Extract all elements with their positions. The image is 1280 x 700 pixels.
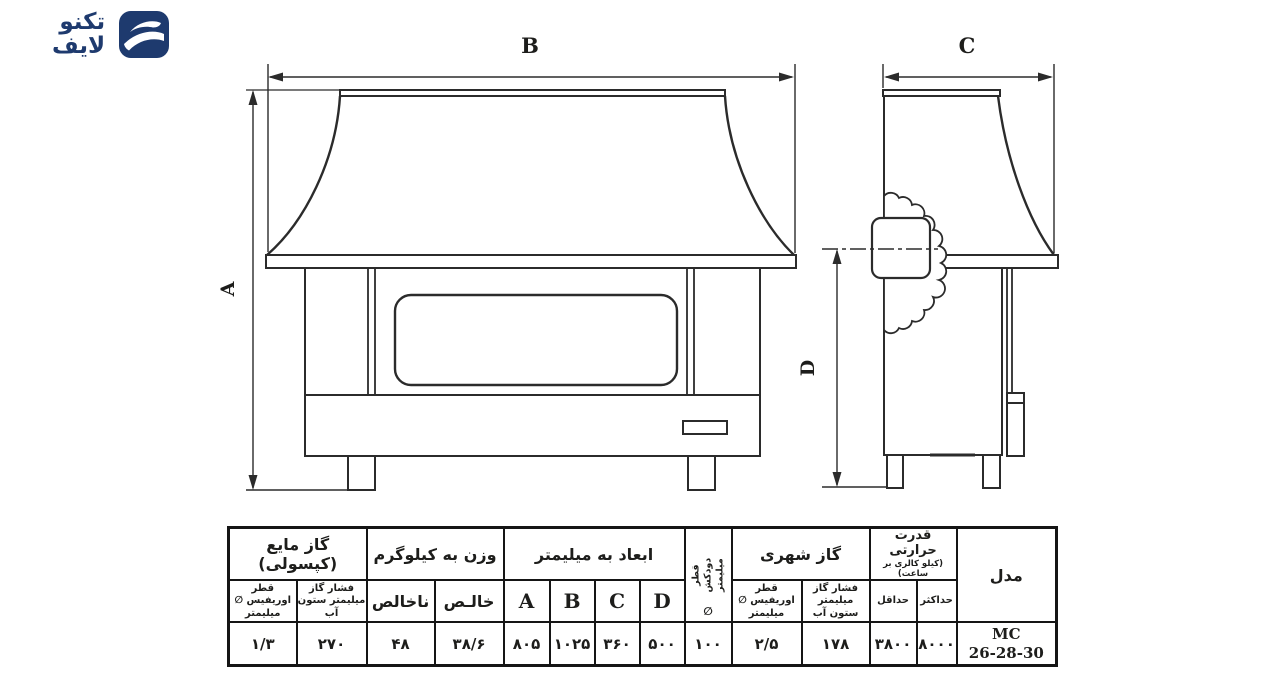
- value-dim-d: ۵۰۰: [638, 621, 686, 667]
- subheader-thermal-max: حداکثر: [915, 579, 958, 624]
- side-view: [822, 64, 1059, 489]
- subheader-dim-b: B: [548, 579, 596, 624]
- gas-valve-box: [1006, 392, 1025, 457]
- chimney-header-line2: میلیمتر: [713, 558, 725, 592]
- subheader-city-orifice: قطر اوریفیس ∅ میلیمتر: [730, 579, 803, 624]
- technical-drawing: B C A D: [217, 33, 1059, 491]
- value-city-pressure: ۱۷۸: [800, 621, 871, 667]
- header-lpg-gas: گاز مایع (کپسولی): [227, 526, 368, 582]
- subheader-lpg-pressure: فشار گاز میلیمتر ستون آب: [295, 579, 368, 624]
- spec-table: گاز مایع (کپسولی) وزن به کیلوگرم ابعاد ب…: [227, 526, 1059, 667]
- subheader-dim-a: A: [502, 579, 551, 624]
- dimension-label-c: C: [959, 33, 976, 58]
- logo-line-1: تکنو: [59, 9, 106, 35]
- header-thermal-power: قدرت حرارتی (کیلو کالری بر ساعت): [868, 526, 958, 582]
- heater-window: [393, 293, 679, 387]
- logo-line-2: لایف: [52, 33, 106, 59]
- subheader-dim-d: D: [638, 579, 686, 624]
- subheader-net-weight: خالـص: [433, 579, 505, 624]
- value-net-weight: ۳۸/۶: [433, 621, 505, 667]
- value-city-orifice: ۲/۵: [730, 621, 803, 667]
- value-dim-c: ۳۶۰: [593, 621, 641, 667]
- flue-connector: [822, 191, 948, 335]
- control-plate: [682, 420, 728, 435]
- header-model: مدل: [955, 526, 1058, 624]
- value-dim-b: ۱۰۲۵: [548, 621, 596, 667]
- subheader-thermal-min: حداقل: [868, 579, 918, 624]
- value-gross-weight: ۴۸: [365, 621, 436, 667]
- chimney-header-line1: قطر دودکش: [690, 557, 714, 593]
- dimension-d: [822, 249, 887, 488]
- technolife-logo-icon: [119, 10, 170, 58]
- thermal-power-unit: (کیلو کالری بر ساعت): [883, 558, 943, 580]
- dimension-label-b: B: [521, 33, 539, 58]
- value-dim-a: ۸۰۵: [502, 621, 551, 667]
- value-chimney-diameter: ۱۰۰: [683, 621, 733, 667]
- technolife-logo: تکنو لایف: [52, 10, 170, 58]
- subheader-dim-c: C: [593, 579, 641, 624]
- header-city-gas: گاز شهری: [730, 526, 871, 582]
- dimension-label-a: A: [217, 281, 239, 297]
- value-model: MC 26-28-30: [955, 621, 1058, 667]
- dimension-a: [246, 89, 348, 491]
- value-lpg-orifice: ۱/۳: [227, 621, 298, 667]
- subheader-city-pressure: فشار گاز میلیمتر ستون آب: [800, 579, 871, 624]
- header-chimney-diameter: قطر دودکش میلیمتر ∅: [683, 526, 733, 624]
- header-weight-kg: وزن به کیلوگرم: [365, 526, 505, 582]
- header-dimensions-mm: ابعاد به میلیمتر: [502, 526, 686, 582]
- dimension-b: [267, 64, 796, 253]
- front-view: [246, 64, 797, 491]
- thermal-power-title: قدرت حرارتی: [889, 528, 937, 558]
- subheader-gross-weight: ناخالص: [365, 579, 436, 624]
- subheader-lpg-orifice: قطر اوریفیس ∅ میلیمتر: [227, 579, 298, 624]
- value-lpg-pressure: ۲۷۰: [295, 621, 368, 667]
- diameter-symbol: ∅: [703, 605, 713, 619]
- value-thermal-min: ۳۸۰۰: [868, 621, 918, 667]
- dimension-label-d: D: [797, 360, 819, 376]
- value-thermal-max: ۸۰۰۰: [915, 621, 958, 667]
- dimension-c: [882, 64, 1055, 253]
- technolife-logo-text: تکنو لایف: [52, 10, 105, 58]
